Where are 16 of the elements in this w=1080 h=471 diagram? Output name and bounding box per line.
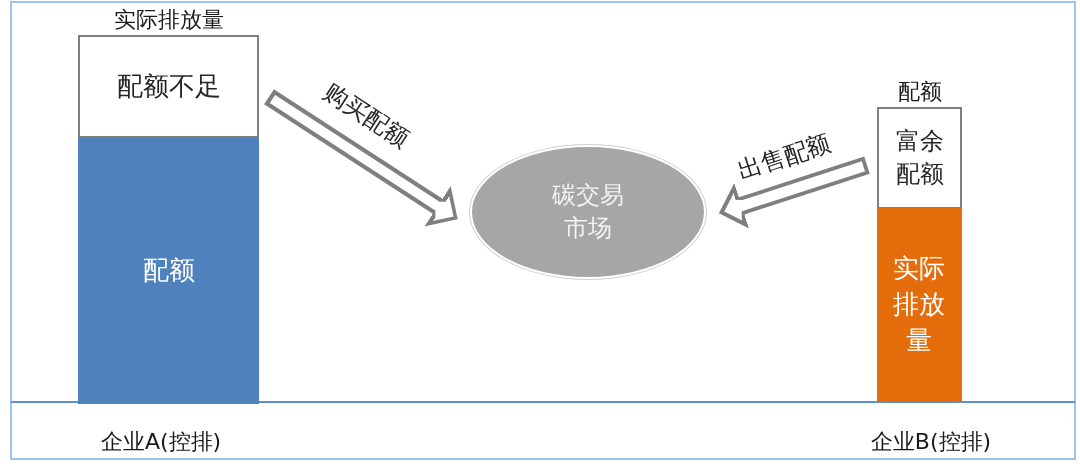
company-label: 企业B(控排) (870, 428, 992, 456)
block-arrow (716, 156, 870, 229)
company-label: 企业A(控排) (100, 428, 222, 456)
node-label: 富余配额 (894, 125, 945, 190)
node-label: 碳交易市场 (551, 179, 625, 244)
node-label: 配额不足 (116, 69, 221, 103)
bar-heading: 配额 (897, 78, 942, 105)
bar-segment (877, 208, 962, 402)
arrow-label: 购买配额 (318, 77, 415, 155)
bar-segment (877, 107, 962, 209)
node-label: 实际排放量 (892, 252, 947, 357)
bar-segment (78, 35, 259, 138)
bar-heading: 实际排放量 (113, 6, 224, 33)
arrow-label: 出售配额 (734, 128, 835, 186)
bar-segment (78, 137, 259, 404)
node-label: 配额 (142, 253, 195, 287)
